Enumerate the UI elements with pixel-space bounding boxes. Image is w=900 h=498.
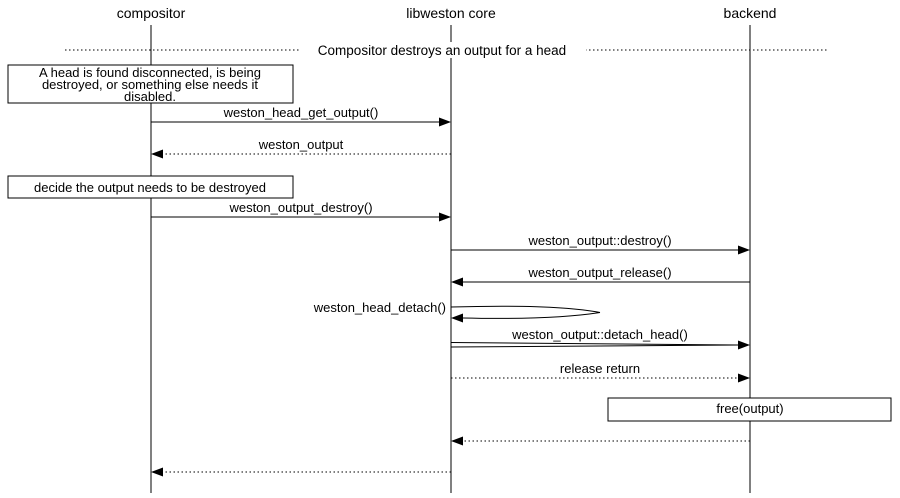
action-box: [607, 397, 892, 422]
arrowhead-right-icon: [738, 340, 750, 350]
arrowhead-left-icon: [451, 313, 463, 323]
message-weston-output-destroy: weston_output_destroy(): [151, 200, 451, 222]
note-line: disabled.: [124, 89, 176, 104]
message-label: weston_output_destroy(): [228, 200, 372, 215]
divider-label: Compositor destroys an output for a head: [318, 43, 566, 58]
arrowhead-left-icon: [451, 277, 463, 287]
message-weston-output-vfunc-destroy: weston_output::destroy(): [451, 233, 750, 255]
actor-backend-label: backend: [724, 5, 777, 21]
message-label: weston_head_get_output(): [223, 105, 379, 120]
actor-compositor-label: compositor: [117, 5, 186, 21]
arrowhead-right-icon: [439, 117, 451, 127]
message-line: [450, 344, 739, 348]
message-weston-output-release: weston_output_release(): [451, 265, 750, 287]
message-line: [450, 342, 739, 346]
message-label: release return: [560, 361, 640, 376]
arrowhead-right-icon: [738, 373, 750, 383]
divider-label-mask: [299, 42, 586, 58]
message-weston-head-detach-self: weston_head_detach(): [313, 300, 601, 323]
arrowhead-left-icon: [151, 149, 163, 159]
message-label: weston_head_detach(): [313, 300, 446, 315]
message-release-return: release return: [451, 361, 750, 383]
arrowhead-left-icon: [451, 436, 463, 446]
actor-headers: compositor libweston core backend: [117, 5, 777, 21]
message-weston-output-return: weston_output: [151, 137, 451, 159]
message-weston-head-get-output: weston_head_get_output(): [151, 105, 451, 127]
arrowhead-right-icon: [439, 212, 451, 222]
divider: Compositor destroys an output for a head: [65, 42, 827, 58]
note-decide-destroy: decide the output needs to be destroyed: [7, 175, 294, 199]
message-return-backend-to-core: [451, 436, 750, 446]
message-label: weston_output_release(): [527, 265, 671, 280]
self-loop-bottom: [462, 312, 601, 319]
note-head-disconnected: A head is found disconnected, is being d…: [7, 64, 294, 104]
note-box: [7, 175, 294, 199]
message-return-core-to-compositor: [151, 467, 451, 477]
action-free-output: free(output): [607, 397, 892, 422]
arrowhead-right-icon: [738, 245, 750, 255]
message-label: weston_output::destroy(): [527, 233, 671, 248]
self-loop-top: [450, 305, 601, 313]
actor-libweston-core-label: libweston core: [406, 5, 496, 21]
note-line: A head is found disconnected, is being: [39, 65, 261, 80]
action-label: free(output): [716, 401, 783, 416]
message-label: weston_output::detach_head(): [511, 327, 688, 342]
note-line: destroyed, or something else needs it: [42, 77, 258, 92]
note-line: decide the output needs to be destroyed: [34, 180, 266, 195]
note-box: [7, 64, 294, 104]
message-label: weston_output: [258, 137, 344, 152]
arrowhead-left-icon: [151, 467, 163, 477]
message-weston-output-detach-head: weston_output::detach_head(): [450, 327, 750, 350]
